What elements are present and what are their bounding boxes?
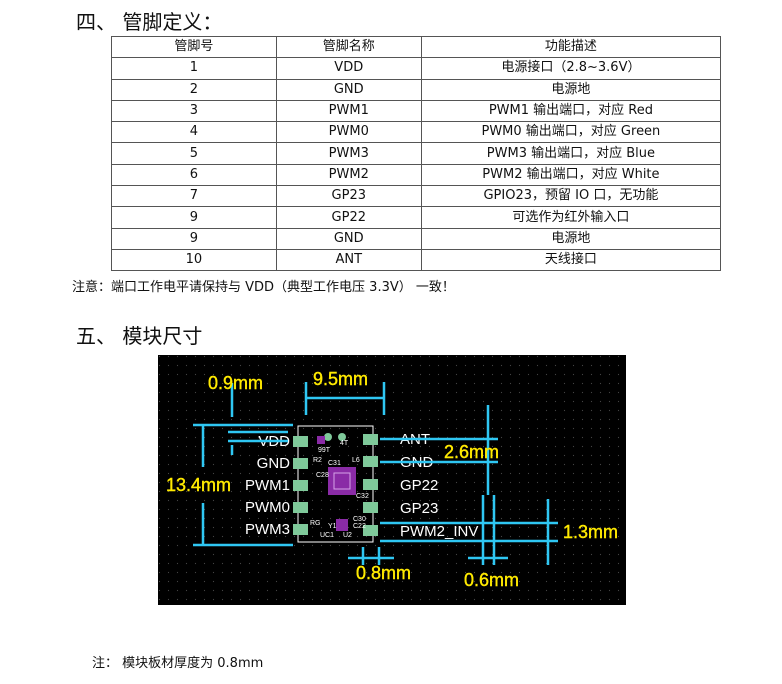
pin-function: PWM1 输出端口，对应 Red	[420, 99, 722, 123]
silk-c30: C30	[353, 516, 366, 523]
header-pin-name: 管脚名称	[275, 35, 422, 59]
pin-number: 6	[111, 163, 277, 187]
chip-inner	[333, 472, 351, 490]
pin-name: PWM1	[275, 99, 422, 123]
silk-u1: UC1	[320, 532, 334, 539]
pin-name: PWM3	[275, 142, 422, 165]
module-dimension-drawing: 99T 4T R2 L6 C28 C31 C32 C30 C22 Y1 RG U…	[158, 355, 626, 605]
pad-pwm3	[293, 524, 308, 535]
pin-name: ANT	[275, 248, 422, 272]
label-pwm1: PWM1	[245, 477, 290, 494]
pin-function: 电源地	[420, 227, 722, 250]
pin-number: 4	[111, 121, 277, 144]
pad-gnd-right	[363, 456, 378, 467]
pin-name: GP23	[275, 185, 422, 208]
vdd-ring	[317, 436, 325, 444]
pin-function: 电源接口（2.8~3.6V）	[420, 57, 722, 80]
dim-0.8mm: 0.8mm	[356, 563, 411, 583]
module-dimension-svg: 99T 4T R2 L6 C28 C31 C32 C30 C22 Y1 RG U…	[158, 355, 626, 605]
pin-number: 3	[111, 99, 277, 123]
voltage-note: 注意：端口工作电平请保持与 VDD（典型工作电压 3.3V） 一致！	[72, 280, 455, 295]
thickness-note: 注： 模块板材厚度为 0.8mm	[92, 656, 264, 671]
crystal-pad	[336, 519, 348, 531]
pin-number: 9	[111, 227, 277, 250]
via-pad-2	[338, 433, 346, 441]
pad-vdd	[293, 436, 308, 447]
label-pwm2-inv: PWM2_INV	[400, 523, 478, 540]
table-header-row: 管脚号 管脚名称 功能描述	[111, 35, 722, 59]
silk-y1: Y1	[328, 523, 337, 530]
pin-function: PWM2 输出端口，对应 White	[420, 163, 722, 187]
pad-gnd-left	[293, 458, 308, 469]
dim-9.5mm: 9.5mm	[313, 369, 368, 389]
silk-c31: C31	[328, 460, 341, 467]
pad-pwm2-inv	[363, 525, 378, 536]
silk-ant-pad: 4T	[340, 440, 349, 447]
silk-u2: U2	[343, 532, 352, 539]
dim-0.6mm: 0.6mm	[464, 570, 519, 590]
silk-vdd-pad: 99T	[318, 447, 331, 454]
pad-pwm1	[293, 480, 308, 491]
pin-function: 可选作为红外输入口	[420, 206, 722, 229]
silk-c28: C28	[316, 472, 329, 479]
pin-number: 2	[111, 78, 277, 101]
pin-function: GPIO23，预留 IO 口，无功能	[420, 185, 722, 208]
pin-name: GND	[275, 227, 422, 250]
dim-1.3mm: 1.3mm	[563, 522, 618, 542]
pin-number: 7	[111, 185, 277, 208]
pin-number: 5	[111, 142, 277, 165]
label-pwm3: PWM3	[245, 521, 290, 538]
section-5-heading: 五、 模块尺寸	[76, 324, 203, 348]
pin-name: GND	[275, 78, 422, 101]
main-chip	[328, 467, 356, 495]
section-4-heading: 四、 管脚定义：	[76, 10, 223, 34]
label-gp23: GP23	[400, 500, 438, 517]
dim-2.6mm: 2.6mm	[444, 442, 499, 462]
pin-function: PWM0 输出端口，对应 Green	[420, 121, 722, 144]
label-pwm0: PWM0	[245, 499, 290, 516]
reference-lines	[193, 382, 558, 565]
pin-number: 1	[111, 57, 277, 80]
pin-name: PWM2	[275, 163, 422, 187]
silk-c32: C32	[356, 493, 369, 500]
pad-ant	[363, 434, 378, 445]
pin-name: PWM0	[275, 121, 422, 144]
header-function: 功能描述	[420, 35, 722, 59]
via-pad-1	[324, 433, 332, 441]
dim-13.4mm: 13.4mm	[166, 475, 231, 495]
pin-name: GP22	[275, 206, 422, 229]
header-pin-number: 管脚号	[111, 35, 277, 59]
pin-number: 9	[111, 206, 277, 229]
silk-r2: R2	[313, 457, 322, 464]
label-gnd-left: GND	[257, 455, 291, 472]
pin-function: PWM3 输出端口，对应 Blue	[420, 142, 722, 165]
label-gp22: GP22	[400, 477, 438, 494]
silk-c22: C22	[353, 523, 366, 530]
silk-rg: RG	[310, 520, 321, 527]
pad-pwm0	[293, 502, 308, 513]
pad-gp23	[363, 502, 378, 513]
silk-l6: L6	[352, 457, 360, 464]
pin-function: 电源地	[420, 78, 722, 101]
right-pads	[363, 434, 378, 536]
left-pads	[293, 436, 308, 535]
pin-number: 10	[111, 248, 277, 272]
pin-name: VDD	[275, 57, 422, 80]
pad-gp22	[363, 479, 378, 490]
pin-function: 天线接口	[420, 248, 722, 272]
dim-0.9mm: 0.9mm	[208, 373, 263, 393]
